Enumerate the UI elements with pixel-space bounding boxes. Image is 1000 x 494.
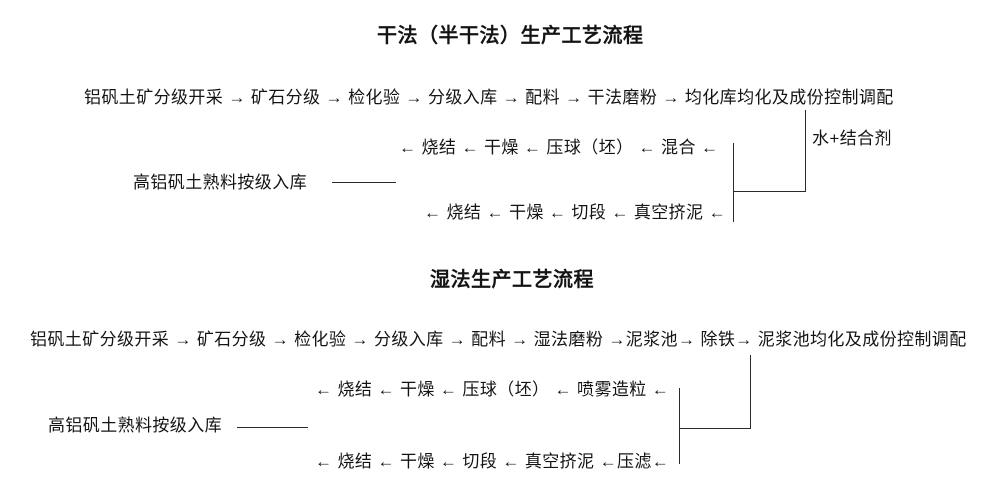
dry-section-title: 干法（半干法）生产工艺流程 — [377, 25, 644, 47]
wet-storage-connector-line — [237, 427, 308, 428]
wet-section-title: 湿法生产工艺流程 — [430, 269, 594, 291]
dry-storage-connector-line — [332, 182, 396, 183]
wet-branch-vertical-line — [679, 388, 680, 464]
dry-branch-horizontal-line — [733, 191, 806, 192]
dry-extrude-flow: ← 烧结 ← 干燥 ← 切段 ← 真空挤泥 ← — [424, 203, 726, 222]
dry-storage-label: 高铝矾土熟料按级入库 — [133, 173, 307, 192]
wet-branch-horizontal-line — [679, 428, 751, 429]
dry-water-binder-label: 水+结合剂 — [812, 129, 892, 148]
wet-spray-flow: ← 烧结 ← 干燥 ← 压球（坯） ← 喷雾造粒 ← — [315, 380, 670, 399]
dry-press-flow: ← 烧结 ← 干燥 ← 压球（坯） ← 混合 ← — [399, 138, 719, 157]
wet-feed-down-line — [750, 355, 751, 429]
wet-main-flow: 铝矾土矿分级开采 → 矿石分级 → 检化验 → 分级入库 → 配料 → 湿法磨粉… — [30, 330, 967, 349]
wet-storage-label: 高铝矾土熟料按级入库 — [48, 416, 222, 435]
dry-feed-down-line — [805, 110, 806, 192]
wet-extrude-flow: ← 烧结 ← 干燥 ← 切段 ← 真空挤泥 ←压滤← — [315, 452, 670, 471]
dry-branch-vertical-line — [733, 143, 734, 222]
dry-main-flow: 铝矾土矿分级开采 → 矿石分级 → 检化验 → 分级入库 → 配料 → 干法磨粉… — [84, 88, 894, 107]
